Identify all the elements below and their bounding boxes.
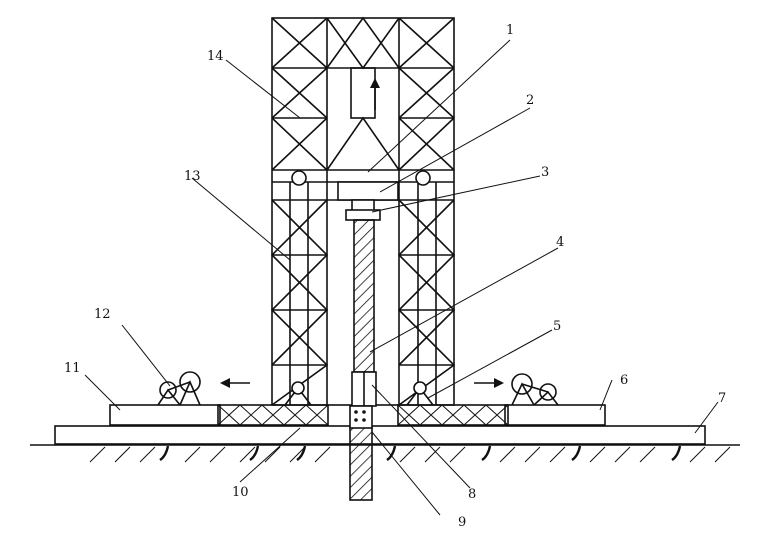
- callout-1: 1: [506, 23, 514, 38]
- lower-beam-right: [397, 404, 509, 426]
- left-base-pulley: [284, 381, 312, 406]
- right-winch: [511, 373, 559, 406]
- left-platform: [109, 404, 221, 426]
- ground: [30, 444, 740, 463]
- left-arrow-icon: [220, 378, 250, 388]
- pile-holes: [354, 410, 366, 422]
- callout-labels: 1 2 3 4 5 6 7 8 9 10 11 12 13 14: [64, 23, 726, 530]
- pile-shaft: [353, 219, 375, 373]
- callout-5: 5: [553, 319, 561, 334]
- callout-8: 8: [468, 487, 476, 502]
- driven-pile: [349, 425, 373, 501]
- lower-beam-left: [217, 404, 329, 426]
- right-platform: [504, 404, 606, 426]
- callout-10: 10: [232, 485, 249, 500]
- pile-top-block: [349, 405, 373, 429]
- callout-7: 7: [718, 391, 726, 406]
- left-top-pulley: [291, 170, 307, 186]
- hammer-cap: [337, 181, 399, 201]
- left-winch: [157, 371, 201, 406]
- tower-lower-bracing: [270, 182, 456, 406]
- callout-9: 9: [458, 515, 466, 530]
- leader-lines: [84, 39, 719, 516]
- up-arrow-icon: [370, 78, 380, 110]
- callout-3: 3: [541, 165, 549, 180]
- callout-2: 2: [526, 93, 534, 108]
- callout-14: 14: [207, 49, 224, 64]
- right-arrow-icon: [474, 378, 504, 388]
- ground-anchors: [159, 445, 682, 461]
- callout-13: 13: [184, 169, 201, 184]
- right-top-pulley: [415, 170, 431, 186]
- base-track: [54, 425, 706, 461]
- right-base-pulley: [406, 381, 434, 406]
- callout-11: 11: [64, 361, 81, 376]
- callout-12: 12: [94, 307, 111, 322]
- callout-6: 6: [620, 373, 628, 388]
- callout-4: 4: [556, 235, 564, 250]
- tower-frame: [271, 16, 455, 406]
